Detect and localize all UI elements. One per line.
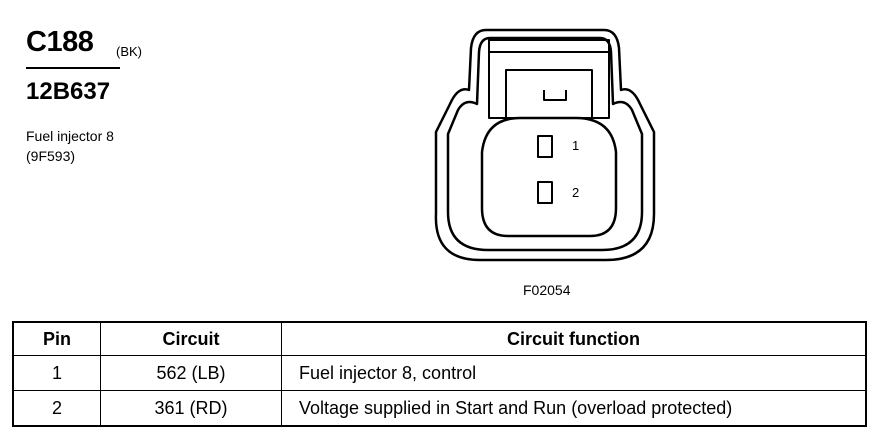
pin-label-2: 2: [572, 185, 579, 200]
cell-circuit: 361 (RD): [100, 390, 282, 427]
latch-tab: [543, 90, 567, 101]
terminal-cavity-outline: [480, 116, 618, 238]
housing-inner-outline: [446, 36, 644, 252]
component-code: (9F593): [26, 148, 76, 164]
pinout-table: Pin Circuit Circuit function 1 562 (LB) …: [12, 321, 867, 427]
housing-outer-outline: [434, 28, 656, 262]
cell-pin: 1: [12, 355, 101, 391]
terminal-1: [537, 135, 553, 158]
table-row: 2 361 (RD) Voltage supplied in Start and…: [12, 390, 867, 427]
connector-id: C188: [26, 26, 94, 58]
column-header-circuit-function: Circuit function: [281, 321, 867, 356]
table-row: 1 562 (LB) Fuel injector 8, control: [12, 355, 867, 391]
table-header-row: Pin Circuit Circuit function: [12, 321, 867, 356]
component-description: Fuel injector 8: [26, 128, 114, 144]
connector-face-diagram: 1 2: [434, 28, 656, 262]
cell-circuit-function: Fuel injector 8, control: [281, 355, 867, 391]
latch-window: [505, 69, 593, 119]
color-code: (BK): [116, 44, 142, 59]
connector-id-underline: [26, 67, 120, 69]
cell-pin: 2: [12, 390, 101, 427]
figure-code: F02054: [523, 282, 571, 298]
part-number: 12B637: [26, 78, 111, 105]
cell-circuit-function: Voltage supplied in Start and Run (overl…: [281, 390, 867, 427]
terminal-2: [537, 181, 553, 204]
column-header-circuit: Circuit: [100, 321, 282, 356]
cell-circuit: 562 (LB): [100, 355, 282, 391]
pin-label-1: 1: [572, 138, 579, 153]
column-header-pin: Pin: [12, 321, 101, 356]
